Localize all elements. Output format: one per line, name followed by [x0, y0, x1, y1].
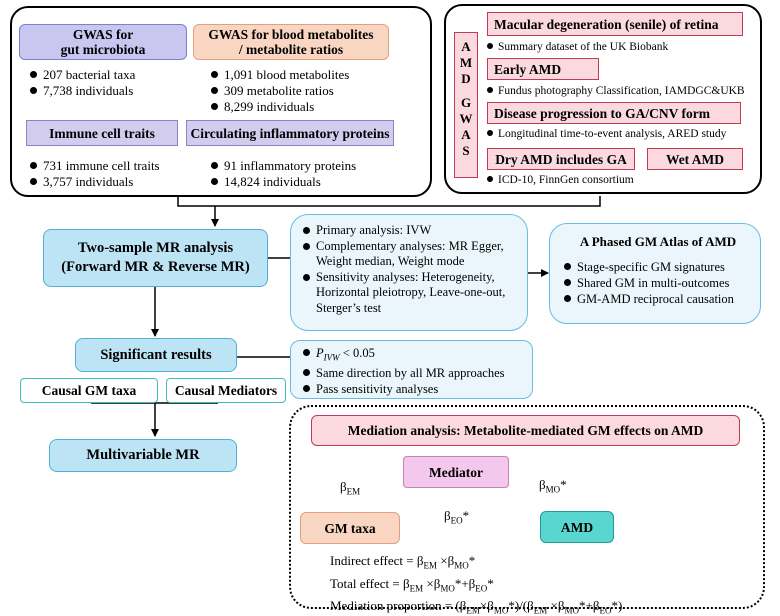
list-item: PIVW < 0.05 — [303, 346, 524, 366]
amd-section-2-title: Early AMD — [487, 58, 599, 80]
list-item: Pass sensitivity analyses — [303, 382, 524, 398]
list-item: 1,091 blood metabolites — [211, 67, 411, 83]
multivariable-mr-box: Multivariable MR — [49, 439, 237, 472]
eq-proportion: Mediation proportion = (βEM×βMO*)/(βEM ×… — [330, 598, 623, 616]
list-item: GM-AMD reciprocal causation — [564, 291, 752, 307]
amd-node: AMD — [540, 511, 614, 543]
criteria-panel: PIVW < 0.05 Same direction by all MR app… — [290, 340, 533, 399]
amd-section-2-note: Fundus photography Classification, IAMDG… — [487, 84, 762, 98]
amd-section-1-note: Summary dataset of the UK Biobank — [487, 40, 757, 54]
amd-section-3-title: Disease progression to GA/CNV form — [487, 102, 741, 124]
equations: Indirect effect = βEM ×βMO* Total effect… — [330, 552, 750, 616]
gwas-gut-header: GWAS for gut microbiota — [19, 24, 187, 60]
list-item: Shared GM in multi-outcomes — [564, 275, 752, 291]
gwas-immune-list: 731 immune cell traits 3,757 individuals — [30, 158, 190, 190]
beta-em-label: βEM — [340, 479, 361, 497]
mediator-node: Mediator — [403, 456, 509, 488]
list-item: 731 immune cell traits — [30, 158, 190, 174]
gwas-inflam-header: Circulating inflammatory proteins — [186, 120, 394, 146]
amd-section-3-note: Longitudinal time-to-event analysis, ARE… — [487, 127, 762, 141]
list-item: Primary analysis: IVW — [303, 223, 519, 239]
list-item: Sensitivity analyses: Heterogeneity, Hor… — [303, 270, 519, 317]
gm-taxa-node: GM taxa — [300, 512, 400, 544]
amd-section-1-title: Macular degeneration (senile) of retina — [487, 12, 743, 36]
amd-vertical-label: A M D G W A S — [454, 32, 478, 178]
atlas-title: A Phased GM Atlas of AMD — [579, 234, 737, 249]
list-item: 14,824 individuals — [211, 174, 401, 190]
list-item: Complementary analyses: MR Egger, Weight… — [303, 239, 519, 270]
gwas-gut-list: 207 bacterial taxa 7,738 individuals — [30, 67, 190, 99]
amd-section-4-title2: Wet AMD — [647, 148, 743, 170]
causal-mediators-box: Causal Mediators — [166, 378, 286, 403]
beta-mo-label: βMO* — [539, 477, 567, 495]
eq-indirect: Indirect effect = βEM ×βMO* — [330, 553, 476, 571]
list-item: Same direction by all MR approaches — [303, 366, 524, 382]
causal-gm-taxa-box: Causal GM taxa — [20, 378, 158, 403]
eq-total: Total effect = βEM ×βMO*+βEO* — [330, 575, 494, 594]
list-item: 207 bacterial taxa — [30, 67, 190, 83]
mr-analysis-line2: (Forward MR & Reverse MR) — [61, 259, 250, 275]
gwas-blood-list: 1,091 blood metabolites 309 metabolite r… — [211, 67, 411, 115]
list-item: Stage-specific GM signatures — [564, 259, 752, 275]
beta-eo-label: βEO* — [444, 508, 470, 526]
list-item: 3,757 individuals — [30, 174, 190, 190]
mr-analysis-line1: Two-sample MR analysis — [77, 240, 234, 256]
gwas-merge-bracket — [177, 196, 601, 207]
gwas-blood-header: GWAS for blood metabolites / metabolite … — [193, 24, 389, 60]
list-item: 91 inflammatory proteins — [211, 158, 401, 174]
list-item: 8,299 individuals — [211, 99, 411, 115]
list-item: 7,738 individuals — [30, 83, 190, 99]
amd-section-4-title: Dry AMD includes GA — [487, 148, 635, 170]
significant-results-box: Significant results — [75, 338, 237, 372]
atlas-panel: A Phased GM Atlas of AMD Stage-specific … — [549, 223, 761, 324]
mediation-title: Mediation analysis: Metabolite-mediated … — [311, 415, 740, 446]
gwas-inflam-list: 91 inflammatory proteins 14,824 individu… — [211, 158, 401, 190]
list-item: 309 metabolite ratios — [211, 83, 411, 99]
amd-section-4-note: ICD-10, FinnGen consortium — [487, 173, 757, 187]
methods-panel: Primary analysis: IVW Complementary anal… — [290, 214, 528, 331]
mr-analysis-box: Two-sample MR analysis (Forward MR & Rev… — [43, 229, 268, 287]
gwas-immune-header: Immune cell traits — [26, 120, 178, 146]
